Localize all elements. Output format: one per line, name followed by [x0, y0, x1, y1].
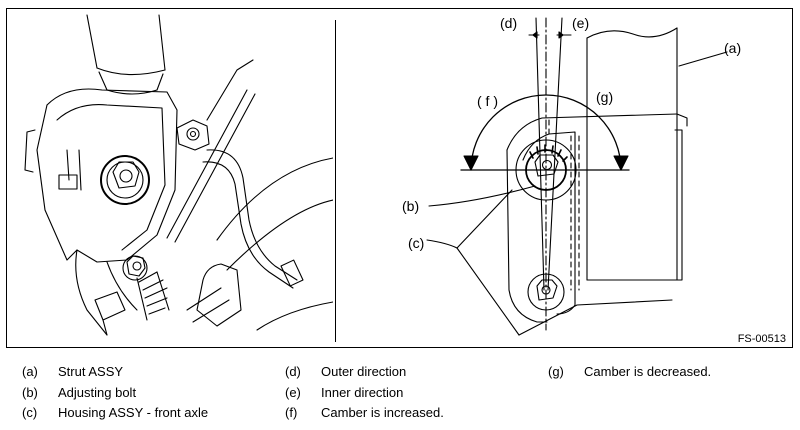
legend-text: Camber is decreased.	[584, 364, 712, 379]
legend-text: Outer direction	[321, 364, 407, 379]
callout-c: (c)	[408, 235, 425, 251]
legend-item: (b) Adjusting bolt	[22, 385, 136, 401]
strut-assembly-illustration	[24, 14, 333, 336]
legend-key: (b)	[22, 385, 38, 400]
legend-item: (f) Camber is increased.	[285, 405, 444, 421]
callout-e: (e)	[572, 15, 590, 31]
legend-item: (d) Outer direction	[285, 364, 406, 380]
legend-item: (c) Housing ASSY - front axle	[22, 405, 208, 421]
legend-key: (e)	[285, 385, 301, 400]
legend: (a) Strut ASSY (b) Adjusting bolt (c) Housi…	[0, 360, 800, 426]
callout-a: (a)	[724, 40, 742, 56]
callout-d: (d)	[500, 15, 518, 31]
legend-key: (c)	[22, 405, 38, 420]
callout-b: (b)	[402, 198, 420, 214]
legend-key: (g)	[548, 364, 564, 379]
legend-text: Housing ASSY - front axle	[58, 405, 209, 420]
legend-key: (f)	[285, 405, 298, 420]
legend-text: Camber is increased.	[321, 405, 444, 420]
legend-key: (d)	[285, 364, 301, 379]
camber-adjustment-diagram	[426, 17, 728, 336]
legend-text: Inner direction	[321, 385, 404, 400]
legend-item: (a) Strut ASSY	[22, 364, 123, 380]
figure-frame	[6, 8, 793, 348]
legend-text: Strut ASSY	[58, 364, 124, 379]
legend-item: (g) Camber is decreased.	[548, 364, 711, 380]
legend-text: Adjusting bolt	[58, 385, 137, 400]
callout-g: (g)	[596, 89, 614, 105]
figure-code: FS-00513	[737, 333, 786, 345]
legend-key: (a)	[22, 364, 38, 379]
callout-f: ( f )	[477, 93, 498, 109]
figure-divider	[335, 20, 336, 342]
legend-item: (e) Inner direction	[285, 385, 403, 401]
